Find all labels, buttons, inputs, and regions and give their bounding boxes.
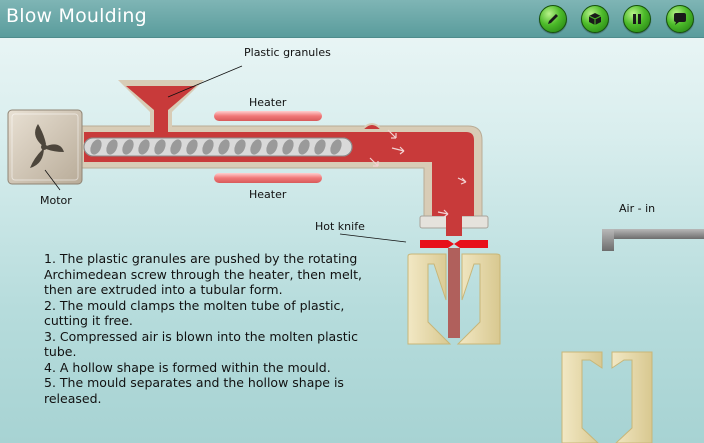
heater-bottom — [214, 173, 322, 183]
knife-leader-line — [339, 233, 407, 243]
instructions-list: 1. The plastic granules are pushed by th… — [44, 251, 364, 406]
speech-bubble-icon — [674, 13, 686, 25]
motor — [7, 109, 83, 185]
mould-lower — [561, 351, 653, 443]
page-title: Blow Moulding — [6, 5, 147, 27]
box-icon — [588, 13, 602, 25]
parison-tube — [448, 248, 460, 338]
title-bar: Blow Moulding — [0, 0, 704, 38]
comment-button[interactable] — [666, 5, 694, 33]
pencil-icon — [548, 14, 558, 24]
heater-top-label: Heater — [249, 96, 287, 109]
instruction-step: 3. Compressed air is blown into the molt… — [44, 328, 358, 360]
hot-knife — [420, 240, 488, 248]
instruction-step: 1. The plastic granules are pushed by th… — [44, 251, 363, 297]
air-in-pipe — [602, 229, 704, 251]
plastic-granules-label: Plastic granules — [244, 46, 331, 59]
pause-button[interactable] — [623, 5, 651, 33]
motor-leader-line — [44, 169, 61, 191]
motor-label: Motor — [40, 194, 72, 207]
flow-arrows — [369, 129, 467, 218]
fan-icon — [30, 124, 64, 168]
instruction-step: 4. A hollow shape is formed within the m… — [44, 359, 331, 375]
mould-upper — [407, 253, 501, 345]
instruction-step: 2. The mould clamps the molten tube of p… — [44, 297, 345, 329]
instruction-step: 5. The mould separates and the hollow sh… — [44, 375, 344, 406]
archimedean-screw — [83, 137, 353, 157]
hot-knife-label: Hot knife — [315, 220, 365, 233]
heater-bottom-label: Heater — [249, 188, 287, 201]
pause-icon — [633, 14, 641, 24]
hopper — [118, 80, 204, 134]
granules-leader-line — [167, 65, 243, 98]
air-in-label: Air - in — [619, 202, 656, 215]
heater-top — [214, 111, 322, 121]
edit-button[interactable] — [539, 5, 567, 33]
box-button[interactable] — [581, 5, 609, 33]
